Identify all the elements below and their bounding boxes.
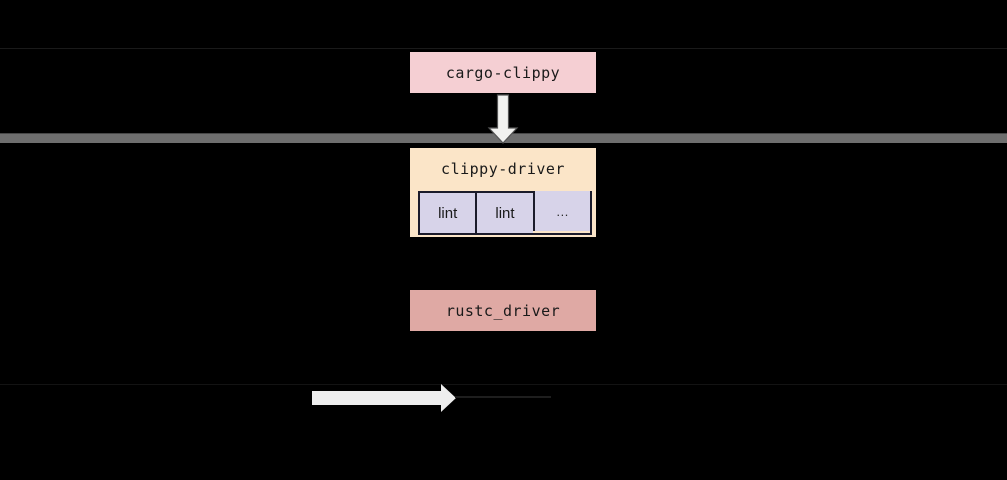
rustc-driver-node: rustc_driver: [408, 288, 598, 333]
lint-row: lint lint …: [418, 191, 592, 235]
clippy-driver-label: clippy-driver: [441, 160, 565, 178]
rustc-driver-label: rustc_driver: [445, 301, 561, 320]
arrow-tail-line: [455, 396, 551, 398]
process-boundary-bar: [0, 133, 1007, 143]
cargo-clippy-label: cargo-clippy: [445, 63, 561, 82]
bottom-divider-line: [0, 384, 1007, 385]
right-arrow-shape: [312, 384, 456, 412]
lint-cell-label: lint: [495, 204, 515, 222]
ellipsis-label: …: [555, 203, 569, 219]
top-divider-line: [0, 48, 1007, 49]
clippy-driver-node: clippy-driver lint lint …: [408, 146, 598, 239]
lint-cell-ellipsis: …: [532, 191, 590, 231]
lint-cell: lint: [475, 193, 533, 233]
lint-cell-label: lint: [438, 204, 458, 222]
lint-cell: lint: [420, 193, 476, 233]
cargo-clippy-node: cargo-clippy: [408, 50, 598, 95]
